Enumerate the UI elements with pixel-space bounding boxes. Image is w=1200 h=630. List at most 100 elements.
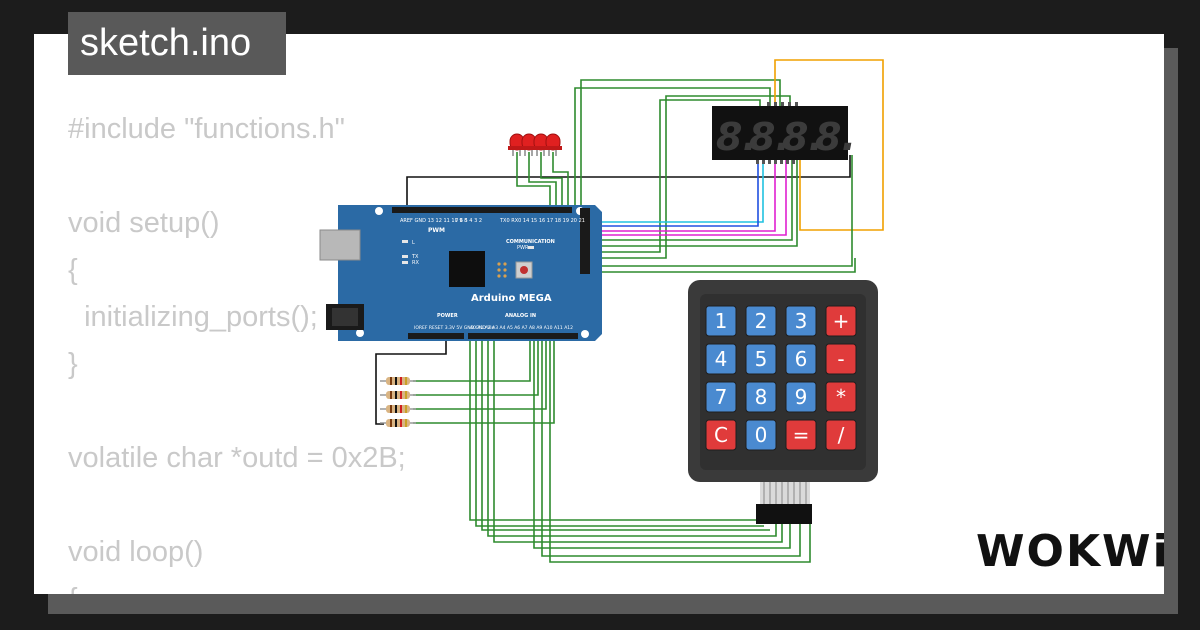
wire-led-4	[552, 152, 569, 206]
mounting-hole	[581, 330, 589, 338]
code-line: initializing_ports();	[68, 301, 318, 333]
code-line: void loop()	[68, 536, 204, 568]
code-line: {	[68, 583, 78, 594]
keypad-key[interactable]: +	[825, 305, 857, 337]
svg-text:IOREF RESET 3.3V 5V GND GND Vi: IOREF RESET 3.3V 5V GND GND Vin	[414, 325, 494, 331]
keypad-key-label: C	[714, 423, 728, 447]
label-power: POWER	[437, 313, 458, 319]
keypad-key[interactable]: /	[825, 419, 857, 451]
keypad-key-label: =	[793, 423, 810, 447]
wire-led-2	[528, 152, 557, 206]
svg-text:7 6 5 4 3 2: 7 6 5 4 3 2	[455, 218, 482, 224]
keypad-key-label: -	[837, 347, 844, 371]
leds[interactable]	[508, 133, 562, 156]
keypad-key-label: 9	[795, 385, 808, 409]
keypad-key-label: +	[833, 309, 850, 333]
keypad-key[interactable]: C	[705, 419, 737, 451]
keypad-key-label: 0	[755, 423, 768, 447]
keypad-key-label: 3	[795, 309, 808, 333]
keypad-key-label: 5	[755, 347, 768, 371]
wire-kp-8	[549, 336, 811, 563]
keypad-ribbon	[760, 482, 810, 504]
wire-display-top-1	[574, 87, 771, 206]
code-line: void setup()	[68, 207, 220, 239]
resistors[interactable]	[380, 377, 416, 427]
display-pins-bottom	[756, 160, 795, 164]
keypad-key-label: 6	[795, 347, 808, 371]
wire-display-bot-3	[595, 155, 853, 267]
keypad-key[interactable]: 6	[785, 343, 817, 375]
keypad-key[interactable]: 4	[705, 343, 737, 375]
digital-header	[392, 207, 572, 213]
sketch-filename: sketch.ino	[68, 12, 286, 75]
digit-1: 8.	[716, 115, 757, 159]
label-l: L	[412, 240, 415, 246]
resistor-2[interactable]	[380, 391, 416, 399]
keypad-key[interactable]: 1	[705, 305, 737, 337]
keypad-key[interactable]: 2	[745, 305, 777, 337]
analog-header	[468, 333, 578, 339]
side-header	[580, 208, 590, 274]
mounting-hole	[356, 329, 364, 337]
keypad-key[interactable]: 7	[705, 381, 737, 413]
wire-kp-3	[481, 336, 770, 531]
keypad-key[interactable]: *	[825, 381, 857, 413]
keypad-key[interactable]: -	[825, 343, 857, 375]
code-line: #include "functions.h"	[68, 113, 345, 145]
keypad-connector	[756, 504, 812, 524]
usb-connector	[319, 229, 361, 261]
wire-kp-4	[487, 336, 777, 537]
keypad-key[interactable]: 8	[745, 381, 777, 413]
wire-magenta-1	[585, 155, 776, 232]
wire-kp-5	[493, 336, 783, 543]
keypad-key-label: 2	[755, 309, 768, 333]
wire-blue	[585, 155, 759, 227]
keypad-key-label: 1	[715, 309, 728, 333]
keypad-key[interactable]: =	[785, 419, 817, 451]
wire-display-bot-1	[585, 155, 793, 241]
wire-kp-7	[541, 336, 801, 557]
wire-cyan	[585, 155, 764, 223]
arduino-mega-board[interactable]: AREF GND 13 12 11 10 9 8 7 6 5 4 3 2 TX0…	[319, 205, 602, 341]
label-pwm: PWM	[428, 227, 445, 234]
wire-led-3	[540, 152, 563, 206]
mounting-hole	[375, 207, 383, 215]
svg-text:A0 A1 A2 A3 A4 A5 A6 A7 A8 A9: A0 A1 A2 A3 A4 A5 A6 A7 A8 A9 A10 A11 A1…	[470, 325, 573, 331]
keypad-key[interactable]: 3	[785, 305, 817, 337]
wire-led-1	[516, 152, 551, 206]
wire-res-4	[413, 336, 555, 424]
keypad-key-label: 8	[755, 385, 768, 409]
led-red-4[interactable]	[544, 133, 562, 156]
keypad-key[interactable]: 0	[745, 419, 777, 451]
keypad-key-label: 4	[715, 347, 728, 371]
code-line: }	[68, 348, 78, 380]
keypad-key-label: /	[838, 423, 845, 447]
wire-kp-2	[475, 336, 764, 527]
label-tx: TX	[411, 254, 419, 260]
seven-segment-display[interactable]: 8. 8. 8. 8.	[712, 102, 856, 164]
board-name: Arduino MEGA	[471, 293, 552, 304]
keypad-key[interactable]: 5	[745, 343, 777, 375]
wire-kp-6	[533, 336, 791, 549]
resistor-4[interactable]	[380, 419, 416, 427]
label-analog-in: ANALOG IN	[505, 313, 536, 319]
wires	[375, 59, 884, 563]
label-pwr: PWR	[517, 245, 529, 251]
keypad-key-label: *	[836, 385, 846, 409]
reset-button[interactable]	[515, 261, 533, 279]
wire-magenta-2	[585, 155, 787, 236]
svg-text:AREF GND 13 12 11 10 9 8: AREF GND 13 12 11 10 9 8	[400, 218, 467, 224]
display-body	[712, 106, 848, 160]
digit-2: 8.	[749, 115, 790, 159]
label-rx: RX	[412, 260, 419, 266]
wire-res-1	[413, 336, 531, 382]
wire-orange	[774, 59, 884, 231]
digit-3: 8.	[782, 115, 823, 159]
resistor-3[interactable]	[380, 405, 416, 413]
resistor-1[interactable]	[380, 377, 416, 385]
keypad-key[interactable]: 9	[785, 381, 817, 413]
display-pins-top	[767, 102, 798, 106]
